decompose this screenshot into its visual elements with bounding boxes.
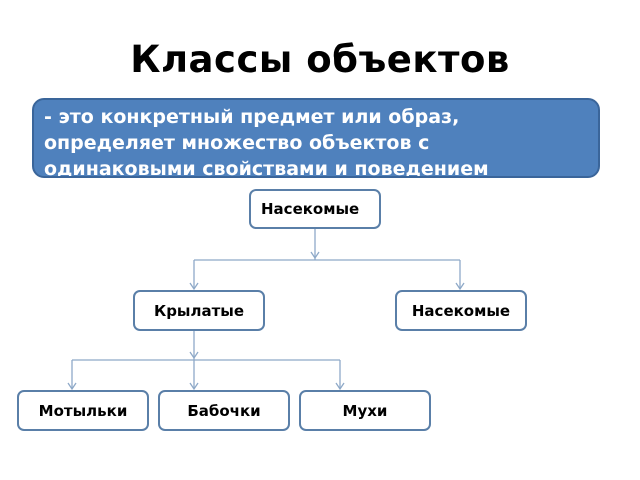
node-motylki: Мотыльки	[17, 390, 149, 431]
node-krylatye: Крылатые	[133, 290, 265, 331]
slide-title: Классы объектов	[130, 38, 510, 81]
node-mukhi: Мухи	[299, 390, 431, 431]
node-babochki: Бабочки	[158, 390, 290, 431]
node-root-nasekomye: Насекомые	[249, 189, 381, 229]
arrowhead	[455, 282, 465, 291]
definition-line: одинаковыми свойствами и поведением	[44, 158, 489, 178]
definition-box: - это конкретный предмет или образ, опре…	[32, 98, 600, 178]
arrowhead	[310, 251, 320, 260]
arrowhead	[67, 382, 77, 391]
arrowhead	[189, 351, 199, 360]
arrowhead	[189, 382, 199, 391]
node-nasekomye: Насекомые	[395, 290, 527, 331]
arrowhead	[189, 282, 199, 291]
definition-line: определяет множество объектов с	[44, 132, 430, 154]
definition-line: - это конкретный предмет или образ,	[44, 106, 460, 128]
arrowhead	[335, 382, 345, 391]
